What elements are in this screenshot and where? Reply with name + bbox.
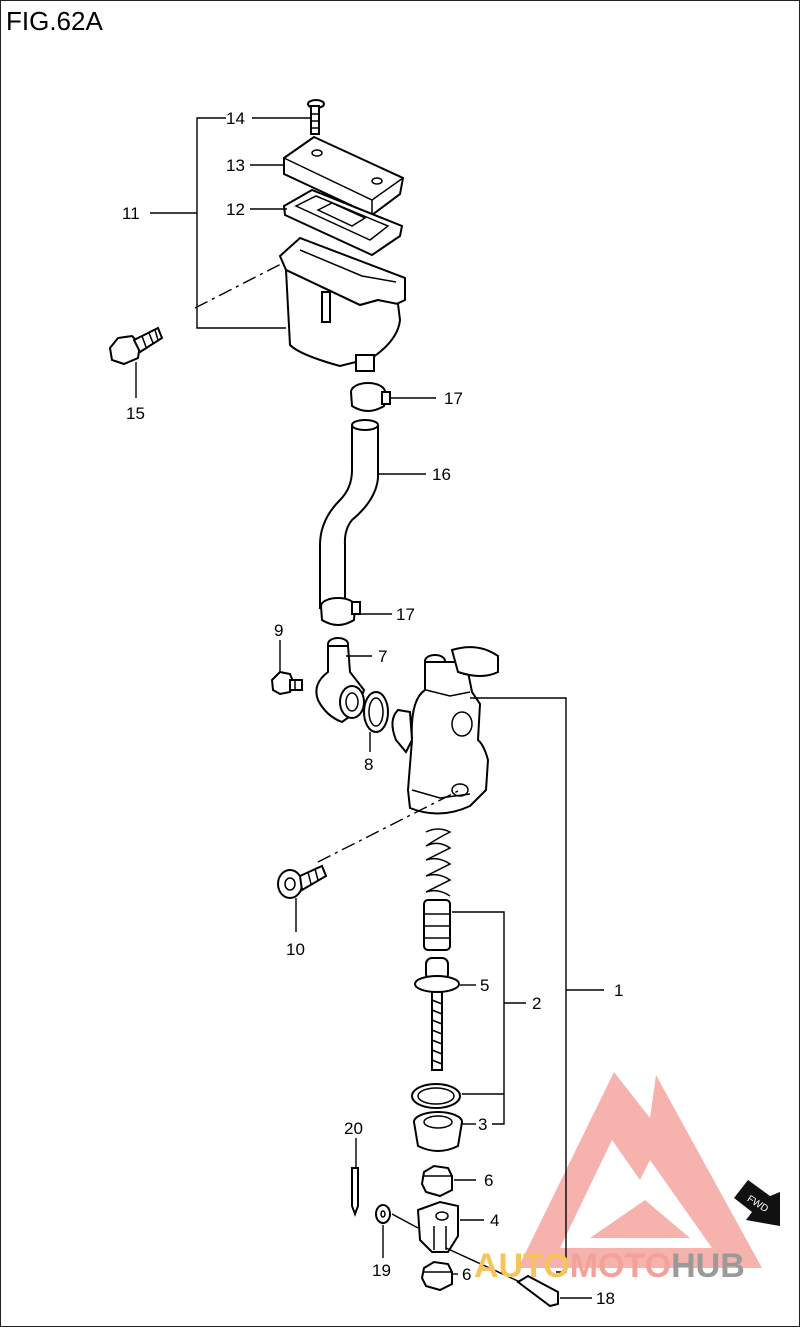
label-2: 2 — [532, 994, 541, 1013]
label-19: 19 — [372, 1261, 391, 1280]
push-rod-5 — [414, 957, 460, 1071]
clevis-4 — [416, 1200, 459, 1253]
clamp-17-top — [350, 382, 391, 412]
leader-19-link — [391, 1213, 419, 1229]
pin-18 — [445, 1247, 559, 1308]
screw-9 — [270, 670, 303, 696]
reservoir-body — [278, 236, 406, 372]
watermark-logo — [518, 1072, 762, 1268]
label-18: 18 — [596, 1289, 615, 1308]
watermark-auto-part: AUTO — [474, 1247, 570, 1285]
label-11: 11 — [122, 204, 140, 223]
label-9: 9 — [274, 621, 283, 640]
hose-joint-7 — [315, 637, 366, 724]
nut-6-lower — [420, 1260, 453, 1292]
master-cylinder-body — [391, 646, 499, 815]
label-12: 12 — [226, 200, 245, 219]
piston-assembly-2 — [423, 899, 451, 951]
label-3: 3 — [478, 1115, 487, 1134]
hose-16 — [319, 419, 379, 609]
label-7: 7 — [378, 647, 387, 666]
bolt-10 — [277, 864, 328, 899]
label-20: 20 — [344, 1119, 363, 1138]
label-15: 15 — [126, 404, 145, 423]
label-4: 4 — [490, 1211, 499, 1230]
fwd-arrow-icon — [734, 1180, 780, 1226]
washer-19 — [375, 1204, 391, 1224]
figure-title: FIG.62A — [6, 6, 103, 36]
cap-13 — [283, 135, 405, 217]
spring — [425, 828, 452, 897]
label-5: 5 — [480, 976, 489, 995]
leader-11-bracket — [196, 117, 286, 329]
watermark-auto: AUTOMOTOHUB — [474, 1247, 745, 1285]
o-ring-8 — [363, 691, 389, 733]
watermark-hub-part: HUB — [671, 1247, 745, 1285]
circlip — [411, 1083, 461, 1109]
leader-1-bracket — [470, 697, 567, 1273]
label-1: 1 — [614, 981, 623, 1000]
label-10: 10 — [286, 940, 305, 959]
label-16: 16 — [432, 465, 451, 484]
center-line-reservoir — [194, 261, 286, 309]
label-14: 14 — [226, 109, 245, 128]
center-line-cylinder — [317, 789, 461, 863]
label-6-lower: 6 — [462, 1265, 471, 1284]
label-13: 13 — [226, 156, 245, 175]
diaphragm-12 — [282, 188, 404, 257]
label-17-bottom: 17 — [396, 605, 415, 624]
watermark-moto-part: MOTO — [570, 1247, 671, 1285]
label-17-top: 17 — [444, 389, 463, 408]
label-6-upper: 6 — [484, 1171, 493, 1190]
bolt-15 — [108, 326, 164, 366]
clamp-17-bottom — [320, 597, 361, 626]
leader-2-bracket — [452, 911, 505, 1125]
label-8: 8 — [364, 755, 373, 774]
cotter-pin-20 — [351, 1167, 359, 1217]
boot-3 — [413, 1111, 463, 1152]
screw-14 — [307, 99, 325, 135]
nut-6-upper — [420, 1164, 453, 1198]
